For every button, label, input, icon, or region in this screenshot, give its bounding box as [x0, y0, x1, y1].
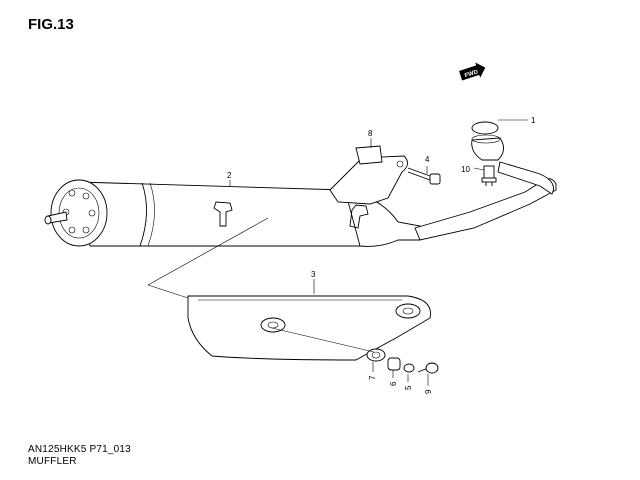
- callout-7: 7: [368, 375, 377, 380]
- screw-9[interactable]: [417, 362, 439, 374]
- fwd-label: FWD: [464, 69, 479, 79]
- exhaust-pipe[interactable]: [414, 121, 557, 241]
- muffler-body[interactable]: [44, 179, 421, 247]
- callout-3: 3: [311, 270, 316, 279]
- bolt-10[interactable]: [481, 165, 497, 186]
- callout-5: 5: [404, 385, 413, 390]
- heat-shield[interactable]: [187, 295, 431, 361]
- callout-9: 9: [424, 389, 433, 394]
- callout-1: 1: [531, 116, 536, 125]
- callout-6: 6: [389, 381, 398, 386]
- callout-4: 4: [425, 155, 430, 164]
- figure-name: MUFFLER: [28, 456, 77, 467]
- callout-2: 2: [227, 171, 232, 180]
- callout-10: 10: [461, 165, 470, 174]
- figure-code: AN125HKK5 P71_013: [28, 444, 131, 455]
- bolt-4[interactable]: [407, 167, 441, 185]
- leader-lines: [147, 119, 528, 386]
- figure-title: FIG.13: [28, 16, 74, 33]
- muffler-bracket[interactable]: [329, 145, 408, 205]
- fwd-arrow-icon: FWD: [459, 62, 486, 81]
- spacer-6[interactable]: [387, 357, 401, 371]
- collar-7[interactable]: [366, 348, 386, 362]
- washer-5[interactable]: [403, 363, 415, 373]
- callout-8: 8: [368, 129, 373, 138]
